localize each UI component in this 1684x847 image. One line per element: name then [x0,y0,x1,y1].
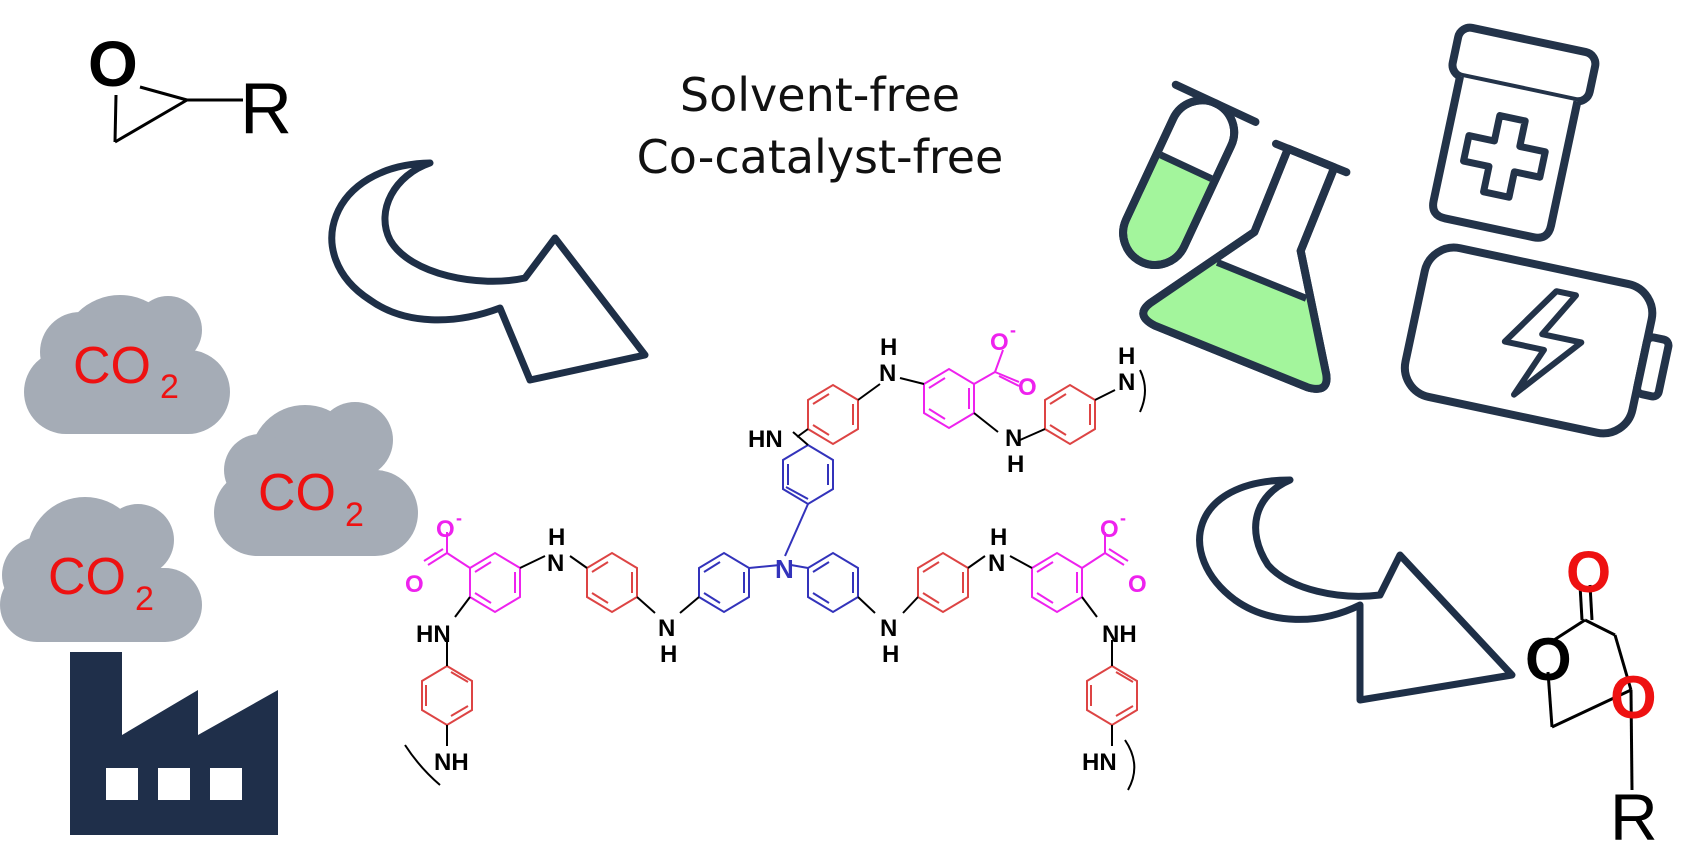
co2-cloud-1: CO 2 [24,295,230,434]
label-h-top: H [880,334,897,361]
carbonate-ring-oxygen-left: O [1525,626,1572,693]
carbonate-r-label: R [1610,780,1658,847]
caption-cocatalyst-free: Co-catalyst-free [636,130,1004,184]
polymer-labels: HN H N O - O N H H N H N N H O - O HN NH… [405,320,1147,776]
battery-icon [1400,243,1673,438]
label-n-left: N [547,550,564,577]
right-linker-ring [917,551,969,614]
label-o-minus-top: O [990,329,1009,356]
label-h-top-right: H [1118,343,1135,370]
left-linker-ring [586,551,638,614]
label-n-top: N [879,360,896,387]
medicine-jar-icon [1429,23,1600,242]
label-o-top: O [1018,374,1037,401]
core-n-label: N [775,554,794,584]
label-h-left: H [548,524,565,551]
polymer-structure: N [404,349,1146,791]
label-charge-right: - [1120,508,1126,528]
label-nh-left-end: NH [434,749,469,776]
carbonate-carbonyl-oxygen: O [1566,540,1611,605]
label-o-minus-right: O [1100,516,1119,543]
carbonate-ring-oxygen-right: O [1610,664,1657,731]
top-linker-ring [807,383,859,446]
lab-glassware-icon [1119,80,1351,393]
label-charge-top: - [1010,320,1016,340]
label-n-left-low: N [658,615,675,642]
label-n-right: N [988,550,1005,577]
label-hn-left: HN [416,621,451,648]
reaction-arrow-1 [328,159,649,384]
label-o-minus-left: O [436,516,455,543]
co2-cloud-2: CO 2 [214,402,418,556]
caption-solvent-free: Solvent-free [679,68,961,122]
label-hn-top: HN [748,426,783,453]
left-acid-ring [423,532,521,614]
right-acid-ring [1031,532,1129,614]
co2-cloud-3: CO 2 [0,497,202,642]
reaction-arrow-2 [1196,476,1516,704]
core-triphenylamine [698,443,859,614]
label-o-right: O [1128,571,1147,598]
factory-icon [70,652,278,835]
label-h-right-low: H [882,641,899,668]
label-charge-left: - [456,508,462,528]
label-h-right: H [990,524,1007,551]
epoxide-oxygen-label: O [88,28,138,100]
co2-cloud-2-label: CO [258,464,336,522]
label-h-top-mid: H [1007,451,1024,478]
epoxide-structure: O R [88,28,292,149]
top-right-linker-ring [1044,383,1096,446]
label-h-left-low: H [660,641,677,668]
label-n-top-mid: N [1005,425,1022,452]
cyclic-carbonate-structure: O O O R [1525,540,1658,847]
label-o-left: O [405,571,424,598]
label-n-right-low: N [880,615,897,642]
epoxide-r-label: R [240,69,292,149]
co2-cloud-3-subscript: 2 [135,580,154,618]
label-n-top-right: N [1118,369,1135,396]
co2-cloud-3-label: CO [48,548,126,606]
label-nh-right: NH [1102,621,1137,648]
co2-cloud-1-label: CO [73,337,151,395]
co2-cloud-2-subscript: 2 [345,496,364,534]
label-hn-right-end: HN [1082,749,1117,776]
right-lower-ring [1086,664,1138,727]
left-lower-ring [421,664,473,727]
co2-cloud-1-subscript: 2 [160,368,179,406]
top-acid-ring [923,349,1020,430]
